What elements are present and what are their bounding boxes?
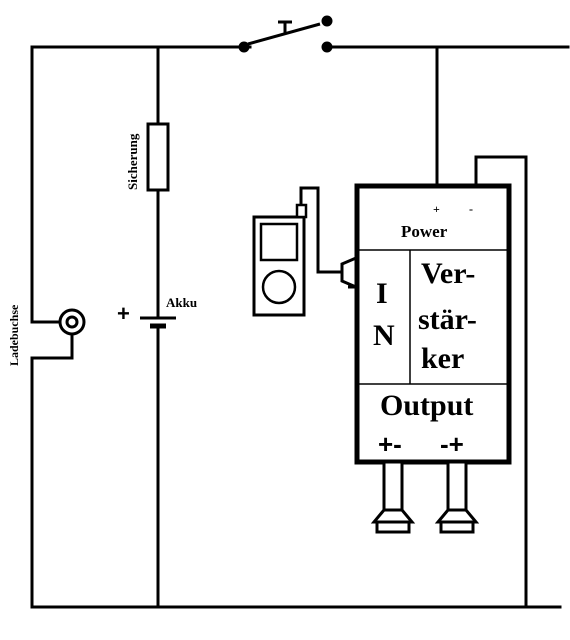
left-wire-lower bbox=[30, 358, 562, 609]
speaker-right bbox=[434, 460, 480, 534]
output-polarity-left: +- bbox=[378, 429, 402, 459]
power-label: Power bbox=[401, 222, 448, 241]
battery-symbol bbox=[140, 316, 176, 329]
ground-loop-wire bbox=[474, 155, 528, 609]
player-device bbox=[252, 203, 308, 317]
amplifier-box bbox=[354, 183, 512, 465]
amp-name-line-3: ker bbox=[421, 342, 464, 375]
charge-socket bbox=[58, 308, 86, 336]
in-label-n: N bbox=[373, 319, 395, 352]
socket-lead bbox=[30, 330, 74, 360]
player-cable bbox=[299, 186, 344, 274]
input-jack bbox=[340, 255, 358, 290]
charge-socket-label: Ladebuchse bbox=[7, 304, 21, 366]
in-label-i: I bbox=[376, 277, 388, 310]
fuse-label: Sicherung bbox=[125, 133, 140, 190]
fuse bbox=[146, 122, 170, 192]
speaker-left bbox=[370, 460, 416, 534]
battery-label: Akku bbox=[166, 295, 197, 310]
battery-plus: + bbox=[117, 301, 130, 326]
power-minus: - bbox=[469, 202, 473, 216]
output-polarity-right: -+ bbox=[440, 429, 464, 459]
amp-name-line-2: stär- bbox=[418, 303, 477, 336]
power-plus: + bbox=[433, 202, 440, 216]
output-label: Output bbox=[380, 389, 473, 422]
left-wire bbox=[30, 45, 252, 324]
amp-name-line-1: Ver- bbox=[421, 257, 475, 290]
switch bbox=[238, 15, 333, 53]
